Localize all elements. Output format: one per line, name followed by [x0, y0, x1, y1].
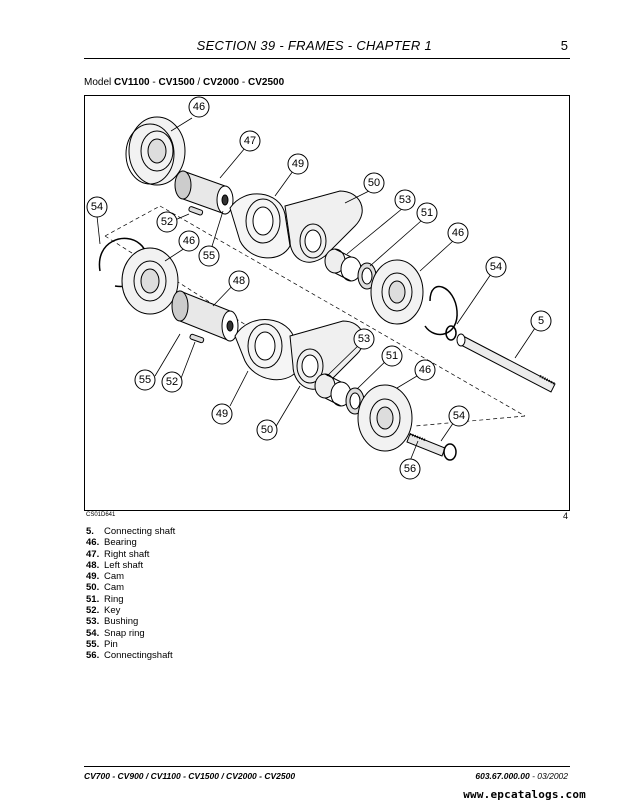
legend-item: 55. Pin — [86, 639, 175, 650]
cam-50-upper — [284, 190, 363, 263]
model-prefix: Model — [84, 77, 115, 88]
callout-46-right: 46 — [452, 227, 464, 239]
callout-46-lower: 46 — [419, 364, 431, 376]
legend-label: Snap ring — [104, 627, 145, 639]
legend-number: 47. — [86, 548, 100, 560]
exploded-view-drawing: 46 47 49 50 54 52 46 55 53 51 46 48 54 5… — [86, 96, 556, 480]
connecting-shaft — [456, 333, 556, 393]
shaft-upper — [174, 170, 234, 215]
callout-labels: 46 47 49 50 54 52 46 55 53 51 46 48 54 5… — [86, 96, 552, 480]
callout-53-lower: 53 — [358, 333, 370, 345]
model-cv1500: CV1500 — [158, 77, 195, 88]
footer-doc-ref: 603.67.000.00 - 03/2002 — [475, 771, 568, 781]
callout-48: 48 — [233, 275, 245, 287]
legend-number: 46. — [86, 537, 100, 549]
model-cv1100: CV1100 — [114, 77, 150, 88]
callout-49-upper: 49 — [292, 158, 304, 170]
parts-legend: 5. Connecting shaft 46. Bearing 47. Right sha… — [86, 526, 175, 662]
legend-number: 52. — [86, 605, 100, 617]
doc-date: - 03/2002 — [529, 771, 568, 781]
header-divider — [84, 58, 570, 59]
model-cv2000: CV2000 — [202, 77, 240, 88]
legend-label: Connectingshaft — [104, 650, 173, 662]
model-sep-1: - — [149, 77, 159, 88]
legend-number: 48. — [86, 559, 100, 571]
callout-46-upper: 46 — [193, 101, 205, 113]
cam-50-lower — [289, 320, 365, 390]
bearing-right — [370, 259, 424, 325]
bearing-upper — [125, 116, 186, 186]
callout-53-upper: 53 — [399, 194, 411, 206]
legend-item: 53. Bushing — [86, 616, 175, 627]
legend-label: Cam — [104, 571, 125, 583]
footer-models: CV700 - CV900 / CV1100 - CV1500 / CV2000… — [84, 771, 296, 781]
callout-54-right: 54 — [490, 261, 502, 273]
section-title: SECTION 39 - FRAMES - CHAPTER 1 — [196, 38, 432, 53]
figure-code: CS01D641 — [86, 512, 116, 518]
legend-item: 48. Left shaft — [86, 560, 175, 571]
legend-item: 56. Connectingshaft — [86, 650, 175, 661]
model-sep-3: - — [239, 77, 249, 88]
legend-label: Left shaft — [104, 559, 144, 571]
legend-number: 5. — [86, 526, 94, 537]
legend-number: 55. — [86, 638, 100, 650]
legend-item: 54. Snap ring — [86, 628, 175, 639]
callout-46-left: 46 — [183, 235, 195, 247]
legend-label: Right shaft — [104, 548, 150, 560]
legend-item: 46. Bearing — [86, 537, 175, 548]
callout-5: 5 — [538, 315, 544, 327]
legend-label: Ring — [104, 593, 124, 605]
callout-47: 47 — [244, 135, 256, 147]
cam-49-upper — [229, 193, 291, 259]
bearing-left — [121, 247, 179, 315]
legend-label: Pin — [104, 638, 118, 650]
callout-50-upper: 50 — [368, 177, 380, 189]
cam-49-lower — [234, 319, 298, 381]
bearing-lower-right — [357, 384, 413, 452]
legend-item: 49. Cam — [86, 571, 175, 582]
legend-item: 52. Key — [86, 605, 175, 616]
callout-52-upper: 52 — [161, 216, 173, 228]
figure-number: 4 — [562, 511, 568, 521]
callout-54-lower: 54 — [453, 410, 465, 422]
exploded-view-figure: 46 47 49 50 54 52 46 55 53 51 46 48 54 5… — [84, 95, 570, 511]
legend-number: 51. — [86, 593, 100, 605]
legend-item: 50. Cam — [86, 582, 175, 593]
callout-55-upper: 55 — [203, 250, 215, 262]
legend-number: 56. — [86, 650, 100, 662]
connecting-shaft-short — [406, 432, 446, 457]
callout-52-lower: 52 — [166, 376, 178, 388]
callout-56: 56 — [404, 463, 416, 475]
callout-49-lower: 49 — [216, 408, 228, 420]
callout-55-lower: 55 — [139, 374, 151, 386]
model-line: Model CV1100 - CV1500 / CV2000 - CV2500 — [84, 77, 284, 88]
legend-label: Bushing — [104, 616, 139, 628]
model-cv2500: CV2500 — [248, 77, 285, 88]
legend-label: Bearing — [104, 537, 137, 549]
legend-number: 53. — [86, 616, 100, 628]
watermark: www.epcatalogs.com — [463, 788, 586, 801]
callout-51-lower: 51 — [386, 350, 398, 362]
legend-label: Cam — [104, 582, 125, 594]
legend-item: 51. Ring — [86, 594, 175, 605]
legend-number: 54. — [86, 627, 100, 639]
legend-item: 47. Right shaft — [86, 549, 175, 560]
callout-50-lower: 50 — [261, 424, 273, 436]
legend-label: Connecting shaft — [104, 526, 176, 537]
shaft-lower — [171, 290, 239, 342]
doc-number: 603.67.000.00 — [475, 771, 530, 781]
callout-54-left: 54 — [91, 201, 103, 213]
legend-label: Key — [104, 605, 121, 617]
footer-divider — [84, 766, 570, 767]
legend-number: 50. — [86, 582, 100, 594]
legend-item: 5. Connecting shaft — [86, 526, 175, 537]
legend-number: 49. — [86, 571, 100, 583]
bushing-upper — [324, 248, 362, 282]
page-number: 5 — [560, 38, 568, 53]
model-sep-2: / — [194, 77, 203, 88]
callout-51-upper: 51 — [421, 207, 433, 219]
